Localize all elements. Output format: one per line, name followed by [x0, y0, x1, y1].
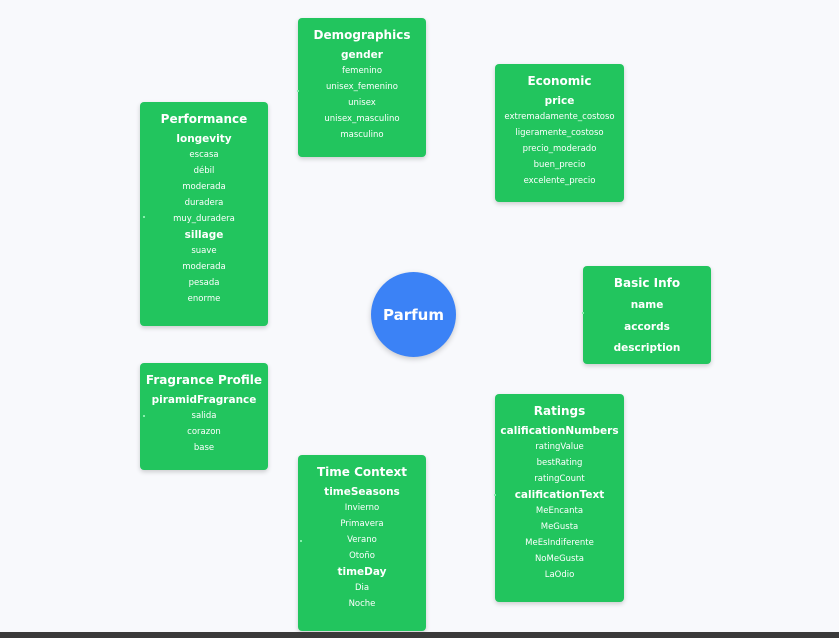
- group-item: suave: [191, 246, 217, 256]
- card-fragrance-profile: Fragrance Profile piramidFragrance salida c…: [140, 363, 268, 470]
- group-item: precio_moderado: [522, 144, 597, 154]
- card-title: Basic Info: [613, 276, 681, 290]
- card-title: Fragrance Profile: [145, 373, 263, 387]
- field-accords: accords: [624, 320, 670, 333]
- group-item: NoMeGusta: [534, 554, 585, 564]
- group-title: piramidFragrance: [151, 394, 257, 406]
- group-item: MeEncanta: [535, 506, 584, 516]
- group-title: calificationText: [514, 489, 605, 501]
- group-item: ratingValue: [535, 442, 584, 452]
- group-item: buen_precio: [533, 160, 586, 170]
- card-performance: Performance longevity escasa débil moderada d…: [140, 102, 268, 326]
- group-item: corazon: [187, 427, 221, 437]
- card-title: Economic: [527, 74, 592, 88]
- group-title: gender: [341, 49, 383, 61]
- group-item: MeEsIndiferente: [525, 538, 594, 548]
- center-node[interactable]: Parfum: [371, 272, 456, 357]
- bottom-bar: [0, 632, 839, 638]
- group-item: unisex: [348, 98, 376, 108]
- group-item: unisex_masculino: [324, 114, 400, 124]
- group-item: Dia: [354, 583, 370, 593]
- group-item: Invierno: [344, 503, 380, 513]
- connector-stub: [300, 540, 302, 542]
- group-item: bestRating: [536, 458, 583, 468]
- group-item: ligeramente_costoso: [515, 128, 604, 138]
- group-title: timeDay: [337, 566, 387, 578]
- card-title: Time Context: [316, 465, 408, 479]
- group-item: MeGusta: [540, 522, 579, 532]
- connector-stub: [582, 312, 584, 314]
- group-item: Noche: [348, 599, 376, 609]
- group-item: Otoño: [349, 551, 375, 561]
- connector-stub: [494, 494, 496, 496]
- group-title: sillage: [184, 229, 224, 241]
- group-item: débil: [193, 166, 215, 176]
- field-description: description: [613, 342, 681, 354]
- connector-stub: [143, 216, 145, 218]
- group-item: LaOdio: [544, 570, 575, 580]
- group-title: longevity: [176, 133, 232, 145]
- card-title: Ratings: [533, 404, 586, 418]
- group-item: enorme: [187, 294, 221, 304]
- group-item: moderada: [182, 182, 226, 192]
- group-item: Primavera: [340, 519, 384, 529]
- card-demographics: Demographics gender femenino unisex_femenin…: [298, 18, 426, 157]
- connector-stub: [143, 415, 145, 417]
- group-item: ratingCount: [534, 474, 585, 484]
- connector-stub: [297, 90, 299, 92]
- group-item: Verano: [347, 535, 377, 545]
- card-basic-info: Basic Info name accords description: [583, 266, 711, 364]
- group-item: base: [193, 443, 215, 453]
- group-title: timeSeasons: [324, 486, 400, 498]
- group-item: moderada: [182, 262, 226, 272]
- group-item: masculino: [340, 130, 384, 140]
- field-name: name: [630, 299, 664, 311]
- group-item: escasa: [189, 150, 219, 160]
- card-title: Performance: [160, 112, 248, 126]
- group-item: salida: [191, 411, 217, 421]
- card-title: Demographics: [313, 28, 411, 42]
- group-item: muy_duradera: [173, 214, 235, 224]
- group-item: unisex_femenino: [326, 82, 398, 92]
- card-ratings: Ratings calificationNumbers ratingValue bes…: [495, 394, 624, 602]
- group-item: duradera: [184, 198, 224, 208]
- group-title: calificationNumbers: [500, 425, 619, 437]
- group-item: pesada: [188, 278, 220, 288]
- group-title: price: [544, 95, 575, 107]
- group-item: excelente_precio: [523, 176, 596, 186]
- group-item: femenino: [341, 66, 383, 76]
- group-item: extremadamente_costoso: [504, 112, 615, 122]
